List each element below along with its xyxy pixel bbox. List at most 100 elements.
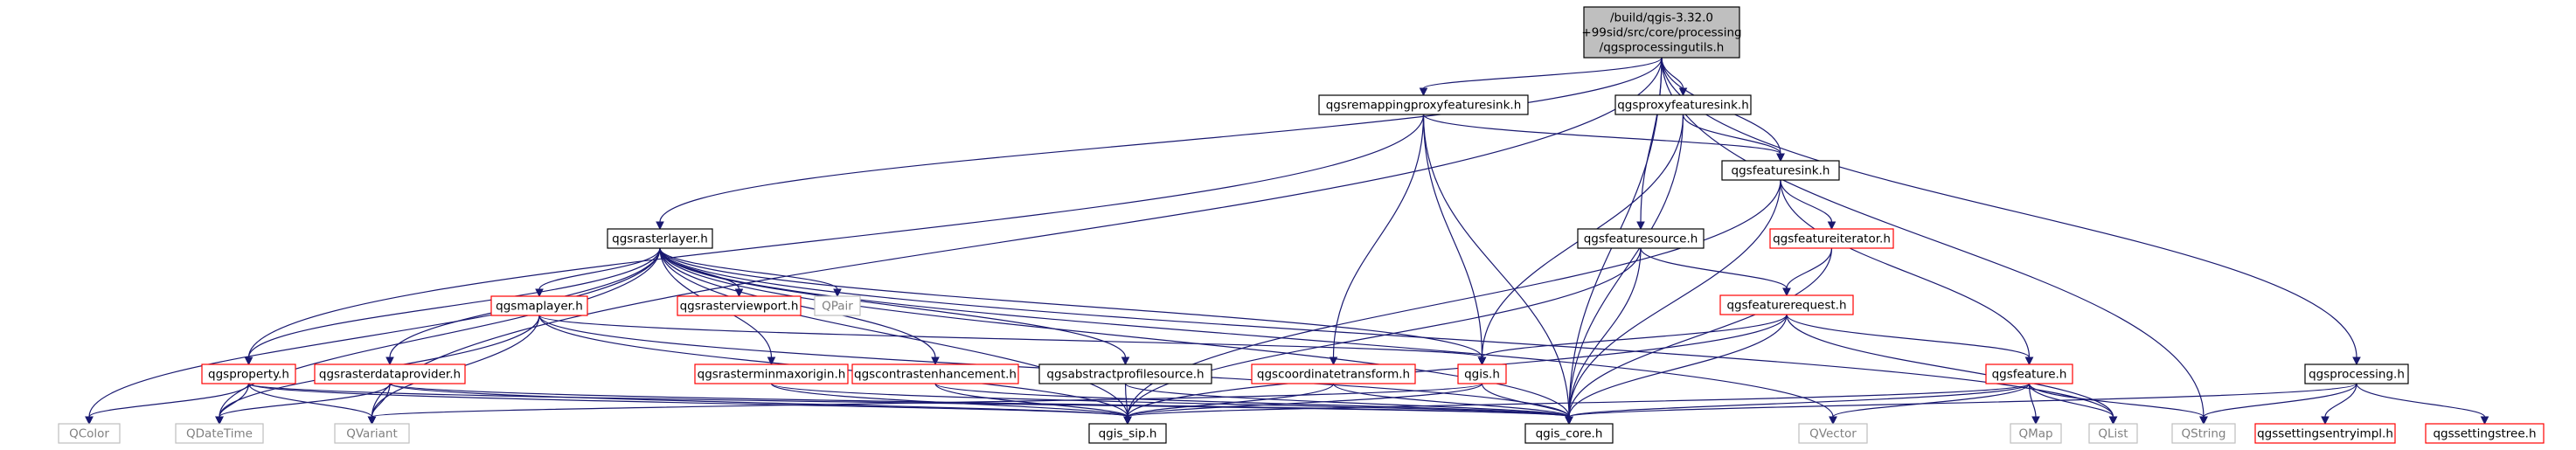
node-box: [2254, 423, 2396, 444]
node-label: QVariant: [346, 427, 398, 441]
node-label: qgsfeaturesource.h: [1584, 232, 1698, 246]
edge-feature-to-qmap: [2028, 383, 2040, 426]
edge-property-to-qcolor: [85, 383, 250, 426]
node-label: qgsrasterlayer.h: [612, 232, 708, 246]
node-featuresource[interactable]: qgsfeaturesource.h: [1577, 228, 1705, 249]
edge-featureiterator-to-featurerequest: [1782, 247, 1833, 297]
node-root[interactable]: /build/qgis-3.32.0+99sid/src/core/proces…: [1581, 6, 1742, 59]
node-label: qgsproxyfeaturesink.h: [1617, 99, 1749, 113]
edge-remap-to-qgis: [1422, 114, 1487, 366]
edge-arrowhead: [2108, 416, 2118, 426]
node-settingsentry[interactable]: qgssettingsentryimpl.h: [2254, 423, 2396, 444]
node-abstractprofile[interactable]: qgsabstractprofilesource.h: [1038, 363, 1212, 384]
node-label: /qgsprocessingutils.h: [1600, 41, 1725, 55]
edge-maplayer-to-qgis: [538, 315, 1487, 366]
node-rasterviewport[interactable]: qgsrasterviewport.h: [677, 295, 802, 316]
node-qpair[interactable]: QPair: [814, 295, 861, 316]
node-box: [677, 295, 802, 316]
edge-arrowhead: [1121, 357, 1130, 366]
node-qlist[interactable]: QList: [2088, 423, 2138, 444]
node-core[interactable]: qgis_core.h: [1524, 423, 1614, 444]
edge-arrowhead: [244, 357, 253, 366]
node-label: qgsprocessing.h: [2309, 368, 2405, 382]
node-label: qgsproperty.h: [208, 368, 289, 382]
edge-property-to-qvariant: [247, 383, 377, 426]
node-box: [851, 363, 1019, 384]
node-box: [2171, 423, 2236, 444]
node-label: +99sid/src/core/processing: [1581, 26, 1741, 40]
node-minmaxorigin[interactable]: qgsrasterminmaxorigin.h: [694, 363, 849, 384]
node-label: qgis_core.h: [1536, 427, 1603, 441]
node-qstring[interactable]: QString: [2171, 423, 2236, 444]
node-box: [1769, 228, 1894, 249]
node-featureiterator[interactable]: qgsfeatureiterator.h: [1769, 228, 1894, 249]
edge-root-to-featuresource: [1636, 57, 1663, 231]
node-remap[interactable]: qgsremappingproxyfeaturesink.h: [1318, 94, 1529, 115]
node-label: qgsfeature.h: [1992, 368, 2067, 382]
edge-arrowhead: [85, 416, 94, 426]
node-label: QList: [2098, 427, 2128, 441]
node-qcolor[interactable]: QColor: [58, 423, 121, 444]
node-rasterdataprovider[interactable]: qgsrasterdataprovider.h: [314, 363, 466, 384]
edge-feature-to-sip: [1123, 383, 2031, 426]
node-maplayer[interactable]: qgsmaplayer.h: [490, 295, 588, 316]
node-qgsprocessing[interactable]: qgsprocessing.h: [2304, 363, 2409, 384]
node-label: QDateTime: [186, 427, 253, 441]
edge-proxy-to-featuresink: [1682, 114, 1785, 163]
edge-arrowhead: [215, 416, 224, 426]
node-label: qgsrasterminmaxorigin.h: [698, 368, 846, 382]
edge-qgsprocessing-to-core: [1565, 383, 2357, 426]
edge-proxy-to-core: [1565, 114, 1684, 426]
edge-arrowhead: [2480, 416, 2489, 426]
node-box: [814, 295, 861, 316]
edge-featuresink-to-featureiterator: [1780, 179, 1837, 231]
edge-arrowhead: [767, 357, 776, 366]
node-label: qgscoordinatetransform.h: [1257, 368, 1410, 382]
node-box: [1038, 363, 1212, 384]
node-feature[interactable]: qgsfeature.h: [1985, 363, 2073, 384]
node-property[interactable]: qgsproperty.h: [201, 363, 296, 384]
node-label: qgis.h: [1464, 368, 1500, 382]
node-box: [1318, 94, 1529, 115]
node-box: [490, 295, 588, 316]
node-label: QString: [2182, 427, 2226, 441]
node-contrast[interactable]: qgscontrastenhancement.h: [851, 363, 1019, 384]
node-box: [1524, 423, 1614, 444]
node-qgis[interactable]: qgis.h: [1457, 363, 1507, 384]
node-box: [1798, 423, 1868, 444]
node-label: qgssettingsentryimpl.h: [2257, 427, 2393, 441]
node-settingstree[interactable]: qgssettingstree.h: [2425, 423, 2545, 444]
edge-root-to-rasterlayer: [656, 57, 1663, 231]
edge-arrowhead: [1827, 221, 1837, 231]
node-rasterlayer[interactable]: qgsrasterlayer.h: [607, 228, 713, 249]
node-qvariant[interactable]: QVariant: [334, 423, 410, 444]
node-label: qgsmaplayer.h: [496, 300, 583, 314]
edge-arrowhead: [2321, 416, 2330, 426]
node-box: [2425, 423, 2545, 444]
node-qvector[interactable]: QVector: [1798, 423, 1868, 444]
edge-root-to-remap: [1419, 57, 1663, 97]
node-label: qgsfeaturerequest.h: [1726, 299, 1846, 313]
edge-arrowhead: [1636, 221, 1645, 231]
node-featuresink[interactable]: qgsfeaturesink.h: [1721, 160, 1840, 181]
node-qdatetime[interactable]: QDateTime: [175, 423, 264, 444]
node-box: [1583, 6, 1740, 59]
edge-arrowhead: [2024, 357, 2034, 366]
node-proxy[interactable]: qgsproxyfeaturesink.h: [1614, 94, 1752, 115]
node-coordtransform[interactable]: qgscoordinatetransform.h: [1251, 363, 1416, 384]
edge-qgsprocessing-to-qstring: [2199, 383, 2357, 426]
node-label: QMap: [2018, 427, 2052, 441]
node-qmap[interactable]: QMap: [2010, 423, 2062, 444]
node-label: qgis_sip.h: [1099, 427, 1157, 441]
node-featurerequest[interactable]: qgsfeaturerequest.h: [1719, 294, 1854, 315]
edge-arrowhead: [2199, 416, 2208, 426]
node-box: [1985, 363, 2073, 384]
edge-remap-to-featuresink: [1422, 114, 1785, 163]
edge-arrowhead: [1829, 416, 1837, 426]
node-box: [1457, 363, 1507, 384]
node-label: QPair: [822, 300, 853, 314]
node-box: [1088, 423, 1167, 444]
node-box: [607, 228, 713, 249]
node-sip[interactable]: qgis_sip.h: [1088, 423, 1167, 444]
node-label: qgsrasterdataprovider.h: [319, 368, 461, 382]
